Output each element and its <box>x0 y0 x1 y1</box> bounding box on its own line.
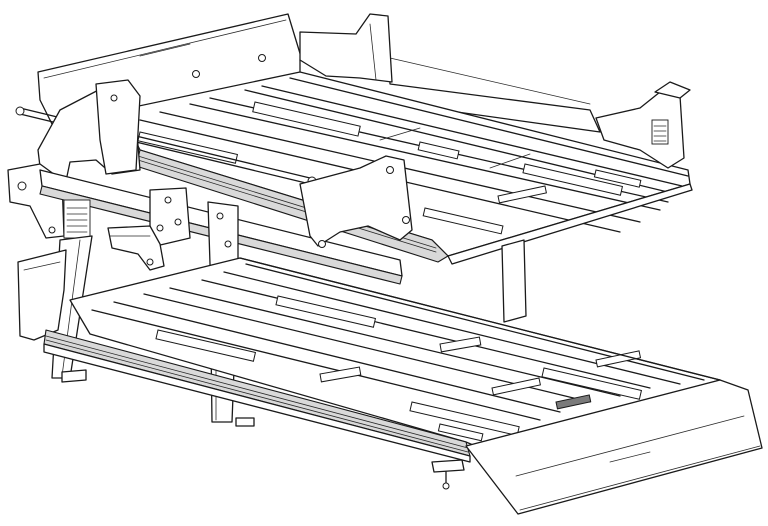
slotted-rail <box>319 366 362 383</box>
left-arm-assembly <box>7 83 413 423</box>
rear-upright-bracket <box>299 13 393 83</box>
bolt-hole <box>192 70 200 78</box>
slotted-rail <box>491 377 541 396</box>
slotted-rail <box>497 185 547 204</box>
upper-right-bracket <box>595 81 691 169</box>
dark-plate <box>555 394 592 410</box>
slotted-rail <box>252 101 361 137</box>
ramp-extension <box>465 379 763 515</box>
rear-right-post <box>501 239 527 323</box>
slotted-rail <box>595 350 642 368</box>
rod-end <box>15 106 25 116</box>
slotted-rail <box>417 141 460 160</box>
slotted-rail <box>541 367 643 400</box>
slotted-rail <box>439 336 482 353</box>
slotted-rail <box>409 401 520 437</box>
slotted-rail <box>422 207 504 235</box>
lower-shelf <box>17 249 763 515</box>
bolt-hole <box>258 54 266 62</box>
slotted-rail <box>522 163 624 196</box>
left-rear-upright <box>95 79 141 175</box>
slotted-rail <box>437 423 484 442</box>
center-upright-bracket <box>299 155 413 247</box>
slotted-rail <box>593 169 642 188</box>
feet <box>61 369 465 490</box>
lower-back-wall <box>17 249 67 341</box>
slotted-rail <box>275 295 377 328</box>
upper-right-label-plate <box>651 119 669 145</box>
slotted-rail <box>155 329 257 362</box>
